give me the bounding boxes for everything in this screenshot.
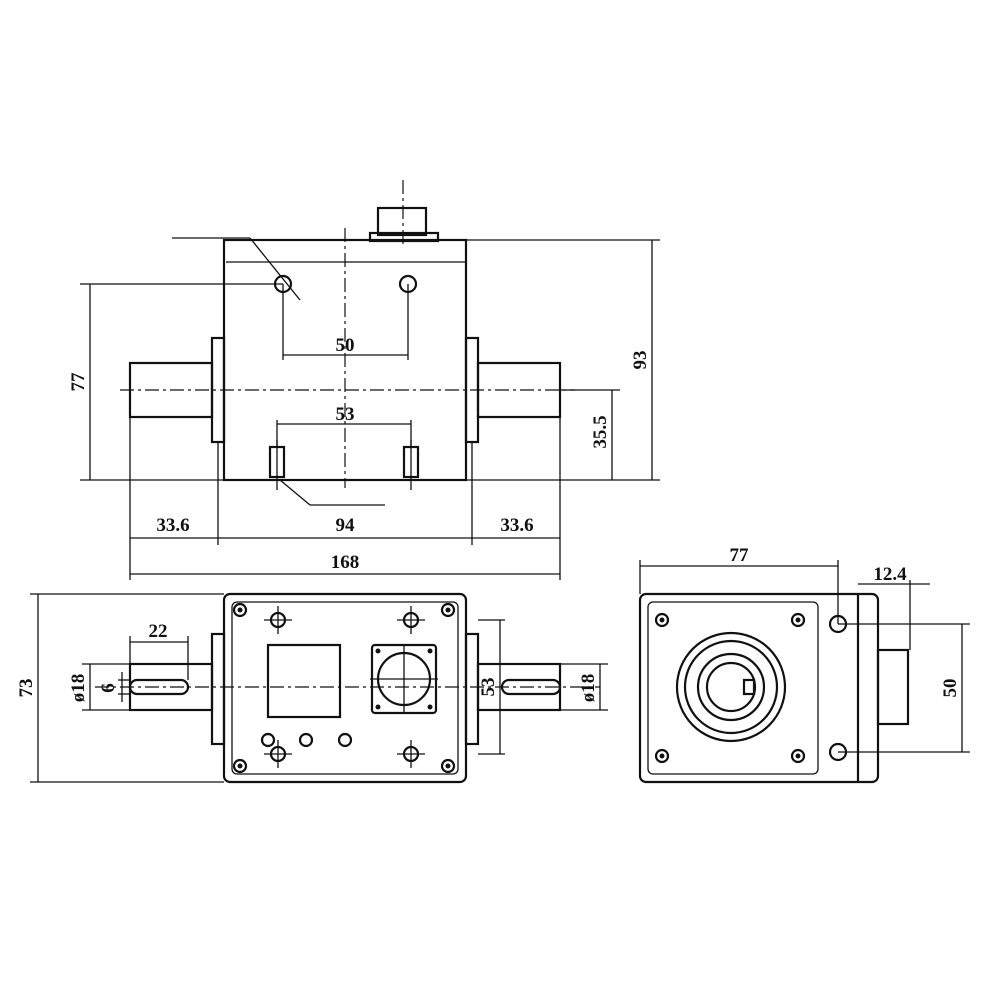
top-flange-right — [464, 632, 480, 746]
dim-53-top-view: 53 — [478, 678, 499, 697]
dim-93-height: 93 — [630, 351, 651, 370]
indicator-2 — [298, 732, 314, 748]
connector-top — [376, 206, 428, 237]
top-view: 73 22 ø18 6 53 ø18 — [16, 592, 608, 784]
indicator-1 — [260, 732, 276, 748]
screw-tl-dot — [237, 607, 243, 613]
bore-inner — [705, 661, 757, 713]
dim-50-side: 50 — [940, 679, 961, 698]
dim-77-height: 77 — [68, 372, 89, 392]
side-screw-tr — [790, 612, 806, 628]
dim-d18-left: ø18 — [68, 674, 89, 703]
side-view: 77 12.4 50 — [638, 545, 970, 784]
connector-screw-bl — [375, 704, 381, 710]
dim-50-top: 50 — [336, 335, 355, 356]
dim-22: 22 — [149, 621, 168, 642]
display-window — [266, 643, 342, 719]
top-body-inner — [231, 601, 459, 775]
dim-94: 94 — [336, 515, 356, 536]
dim-73: 73 — [16, 679, 37, 698]
dim-6: 6 — [98, 683, 119, 693]
dim-12-4: 12.4 — [873, 564, 907, 585]
connector-screw-tr — [427, 648, 433, 654]
top-body — [222, 592, 468, 784]
screw-bl-dot — [237, 763, 243, 769]
leader-bottom-diag — [279, 479, 311, 506]
dim-d18-right: ø18 — [578, 674, 599, 703]
bore-outer — [675, 631, 787, 743]
screw-tl — [232, 602, 248, 618]
bore-keyway — [742, 678, 756, 696]
front-view: 50 53 77 93 35.5 33.6 94 33.6 168 — [68, 180, 660, 580]
side-screw-br — [790, 748, 806, 764]
bore-shaft — [696, 652, 766, 722]
side-screw-tl-dot — [659, 617, 665, 623]
indicator-3 — [337, 732, 353, 748]
side-body — [638, 592, 880, 784]
screw-tr — [440, 602, 456, 618]
side-screw-bl — [654, 748, 670, 764]
screw-br-dot — [445, 763, 451, 769]
screw-bl — [232, 758, 248, 774]
corner-screws — [232, 602, 456, 774]
side-face — [647, 601, 819, 775]
top-flange-left — [210, 632, 226, 746]
dim-77-side: 77 — [730, 545, 750, 566]
side-screw-br-dot — [795, 753, 801, 759]
screw-br — [440, 758, 456, 774]
dim-33-6-right: 33.6 — [500, 515, 533, 536]
dim-33-6-left: 33.6 — [156, 515, 189, 536]
side-screw-tr-dot — [795, 617, 801, 623]
screw-tr-dot — [445, 607, 451, 613]
side-screw-bl-dot — [659, 753, 665, 759]
leader-top-diag — [249, 237, 301, 301]
bore-ring — [683, 639, 779, 735]
dim-53-front: 53 — [336, 404, 355, 425]
connector-screw-tl — [375, 648, 381, 654]
dim-168: 168 — [331, 552, 360, 573]
connector-screw-br — [427, 704, 433, 710]
side-connector — [876, 648, 910, 726]
side-screw-tl — [654, 612, 670, 628]
dim-35-5: 35.5 — [590, 415, 611, 448]
